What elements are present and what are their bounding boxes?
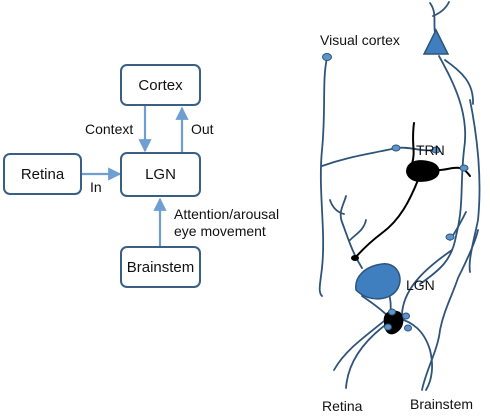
bouton (404, 324, 412, 332)
bouton (391, 144, 401, 152)
out-label: Out (191, 121, 214, 137)
retinal-axon-2 (333, 317, 389, 371)
pyramidal-cell (422, 28, 450, 55)
lgn-dendrite-1 (339, 195, 363, 269)
cortex-node: Cortex (120, 64, 201, 106)
trn-cell (406, 160, 440, 182)
visual-cortex-terminal (322, 53, 332, 61)
lgn-dendrite-3 (329, 199, 345, 215)
trn-dendrite-top (411, 122, 415, 165)
trn-axon-terminal (351, 255, 359, 261)
brainstem-anatomy-label: Brainstem (410, 396, 474, 412)
lgn-node-label: LGN (145, 166, 176, 183)
brainstem-branch-a (397, 317, 433, 391)
bouton (459, 164, 469, 172)
trn-axon (354, 179, 419, 259)
cortex-node-label: Cortex (138, 76, 183, 94)
context-label: Context (85, 121, 134, 137)
in-label: In (90, 179, 102, 195)
modulation-label-line1: Attention/arousal (174, 206, 280, 222)
corticothalamic-axon (419, 55, 466, 285)
trn-label: TRN (416, 142, 445, 158)
retinal-axon-1 (345, 325, 385, 389)
retina-node: Retina (3, 153, 82, 195)
bouton (384, 323, 392, 331)
visual-cortex-axon (318, 57, 328, 297)
retina-node-label: Retina (20, 165, 65, 183)
bouton (402, 312, 410, 320)
lgn-dendrite-2 (349, 219, 367, 241)
lgn-anatomy-label: LGN (406, 277, 435, 293)
brainstem-node-label: Brainstem (126, 258, 195, 276)
trn-dendrite-right (437, 166, 471, 177)
cortical-right-trunk (468, 99, 481, 273)
brainstem-branch-b (401, 249, 453, 321)
cortical-descending-branch (444, 59, 474, 105)
bouton (431, 146, 441, 154)
visual-cortex-label: Visual cortex (320, 32, 400, 48)
lgn-node: LGN (120, 152, 201, 197)
retina-anatomy-label: Retina (322, 398, 363, 414)
modulation-label-line2: eye movement (174, 223, 266, 239)
boutons (384, 144, 469, 332)
bouton (388, 308, 396, 316)
pyramidal-dendrite-branch (432, 1, 450, 17)
lgn-relay-cell (355, 263, 401, 300)
brainstem-node: Brainstem (120, 246, 201, 288)
modulation-label: Attention/arousal eye movement (174, 206, 279, 240)
bouton (445, 233, 455, 241)
